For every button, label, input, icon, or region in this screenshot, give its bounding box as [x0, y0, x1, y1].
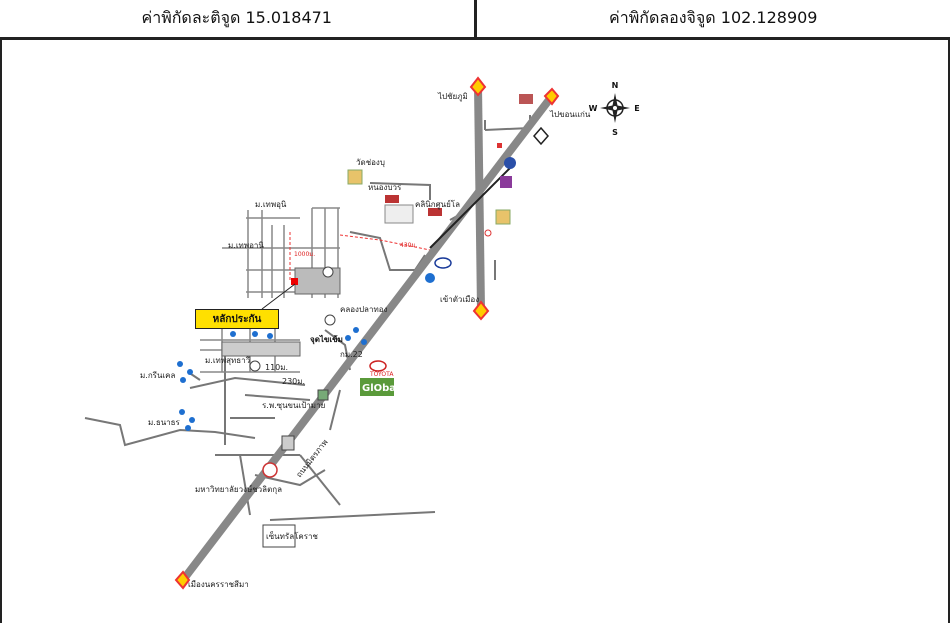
label-moo-1: ม.เทพอุนิ [255, 200, 287, 209]
callout-leader [261, 283, 296, 310]
label-klong-plathong: คลองปลาทอง [340, 305, 388, 314]
label-wat-nongbua: วัดช่องบุ [356, 158, 385, 167]
label-toyota: TOYOTA [369, 371, 394, 378]
compass-e: E [634, 104, 639, 113]
gas-station-icon [504, 157, 516, 169]
house-icons [177, 327, 367, 431]
landmark-icons [177, 94, 549, 548]
label-dist-230: 230ม. [282, 377, 305, 386]
label-terminal: เข้าตัวเมือง [440, 295, 479, 304]
label-college: คลินิกศูนย์โล [415, 199, 460, 210]
latitude-cell: ค่าพิกัดละติจูด 15.018471 [0, 0, 477, 37]
mall-icon [262, 524, 296, 548]
compass-w: W [589, 104, 598, 113]
label-highway: ถนนมิตรภาพ [294, 438, 329, 479]
label-green-hill: ม.กรีนเคล [140, 371, 176, 380]
building-icon [384, 204, 414, 224]
collateral-callout: หลักประกัน [195, 309, 279, 329]
subdivision-block-2 [221, 341, 301, 357]
map-frame [0, 40, 950, 623]
drop-icon [425, 273, 435, 283]
marker-2-icon [324, 314, 336, 326]
university-icon [262, 462, 278, 478]
pin-icon [497, 143, 502, 148]
building-icon [428, 208, 442, 216]
marker-3-icon [249, 360, 261, 372]
label-global: GlObal [362, 383, 399, 394]
label-moo-3: ม.เทพสุทธาวี [205, 356, 250, 365]
label-university: มหาวิทยาลัยวงษ์ชวลิตกุล [195, 484, 282, 494]
label-jud-jd: จุดไขเข้ม [310, 334, 343, 345]
label-nong-bua: หนองบวร [368, 183, 402, 192]
toyota-icon [369, 360, 387, 372]
temple-icon [347, 169, 363, 185]
distance-markers [289, 232, 431, 280]
main-highway [179, 93, 556, 583]
building-icon [385, 195, 399, 203]
shop-icon [500, 176, 512, 188]
property-marker [291, 278, 298, 285]
label-terminal-2: เซ็นทรัลโคราช [266, 531, 319, 541]
label-to-chaiyaphum: ไปชัยภูมิ [437, 92, 468, 102]
label-dist-110: 110ม. [265, 363, 288, 372]
store-icon [317, 389, 329, 401]
store-icon [281, 435, 295, 451]
label-moo-2: ม.เทพอานิ [228, 241, 264, 250]
temple-icon [495, 209, 511, 225]
global-house-icon [360, 378, 394, 396]
highway-overpass [429, 167, 511, 249]
label-moo-4: ม.ธนาธร [148, 418, 181, 427]
label-korat-city: เมืองนครราชสีมา [188, 580, 249, 589]
building-icon [519, 94, 533, 104]
label-dist-h: 430ม. [400, 242, 417, 249]
compass-n: N [612, 81, 619, 90]
route-end-markers [174, 76, 560, 590]
esso-icon [434, 257, 452, 269]
label-hospital: ร.พ.ซุนขนเป้ามาย [262, 401, 325, 410]
ptt-icon [533, 126, 549, 146]
label-km-22: กม.22 [340, 350, 363, 359]
longitude-cell: ค่าพิกัดลองจิจูด 102.128909 [609, 8, 818, 27]
pin-icon [484, 229, 492, 237]
label-to-khonkaen: ไปขอนแก่น [549, 110, 591, 119]
compass-s: S [612, 128, 618, 137]
marker-1-icon [322, 266, 334, 278]
label-dist-v: 1000ม. [294, 251, 315, 258]
compass-rose: N S E W [589, 81, 640, 137]
coordinates-header: ค่าพิกัดละติจูด 15.018471 ค่าพิกัดลองจิจ… [0, 0, 950, 40]
